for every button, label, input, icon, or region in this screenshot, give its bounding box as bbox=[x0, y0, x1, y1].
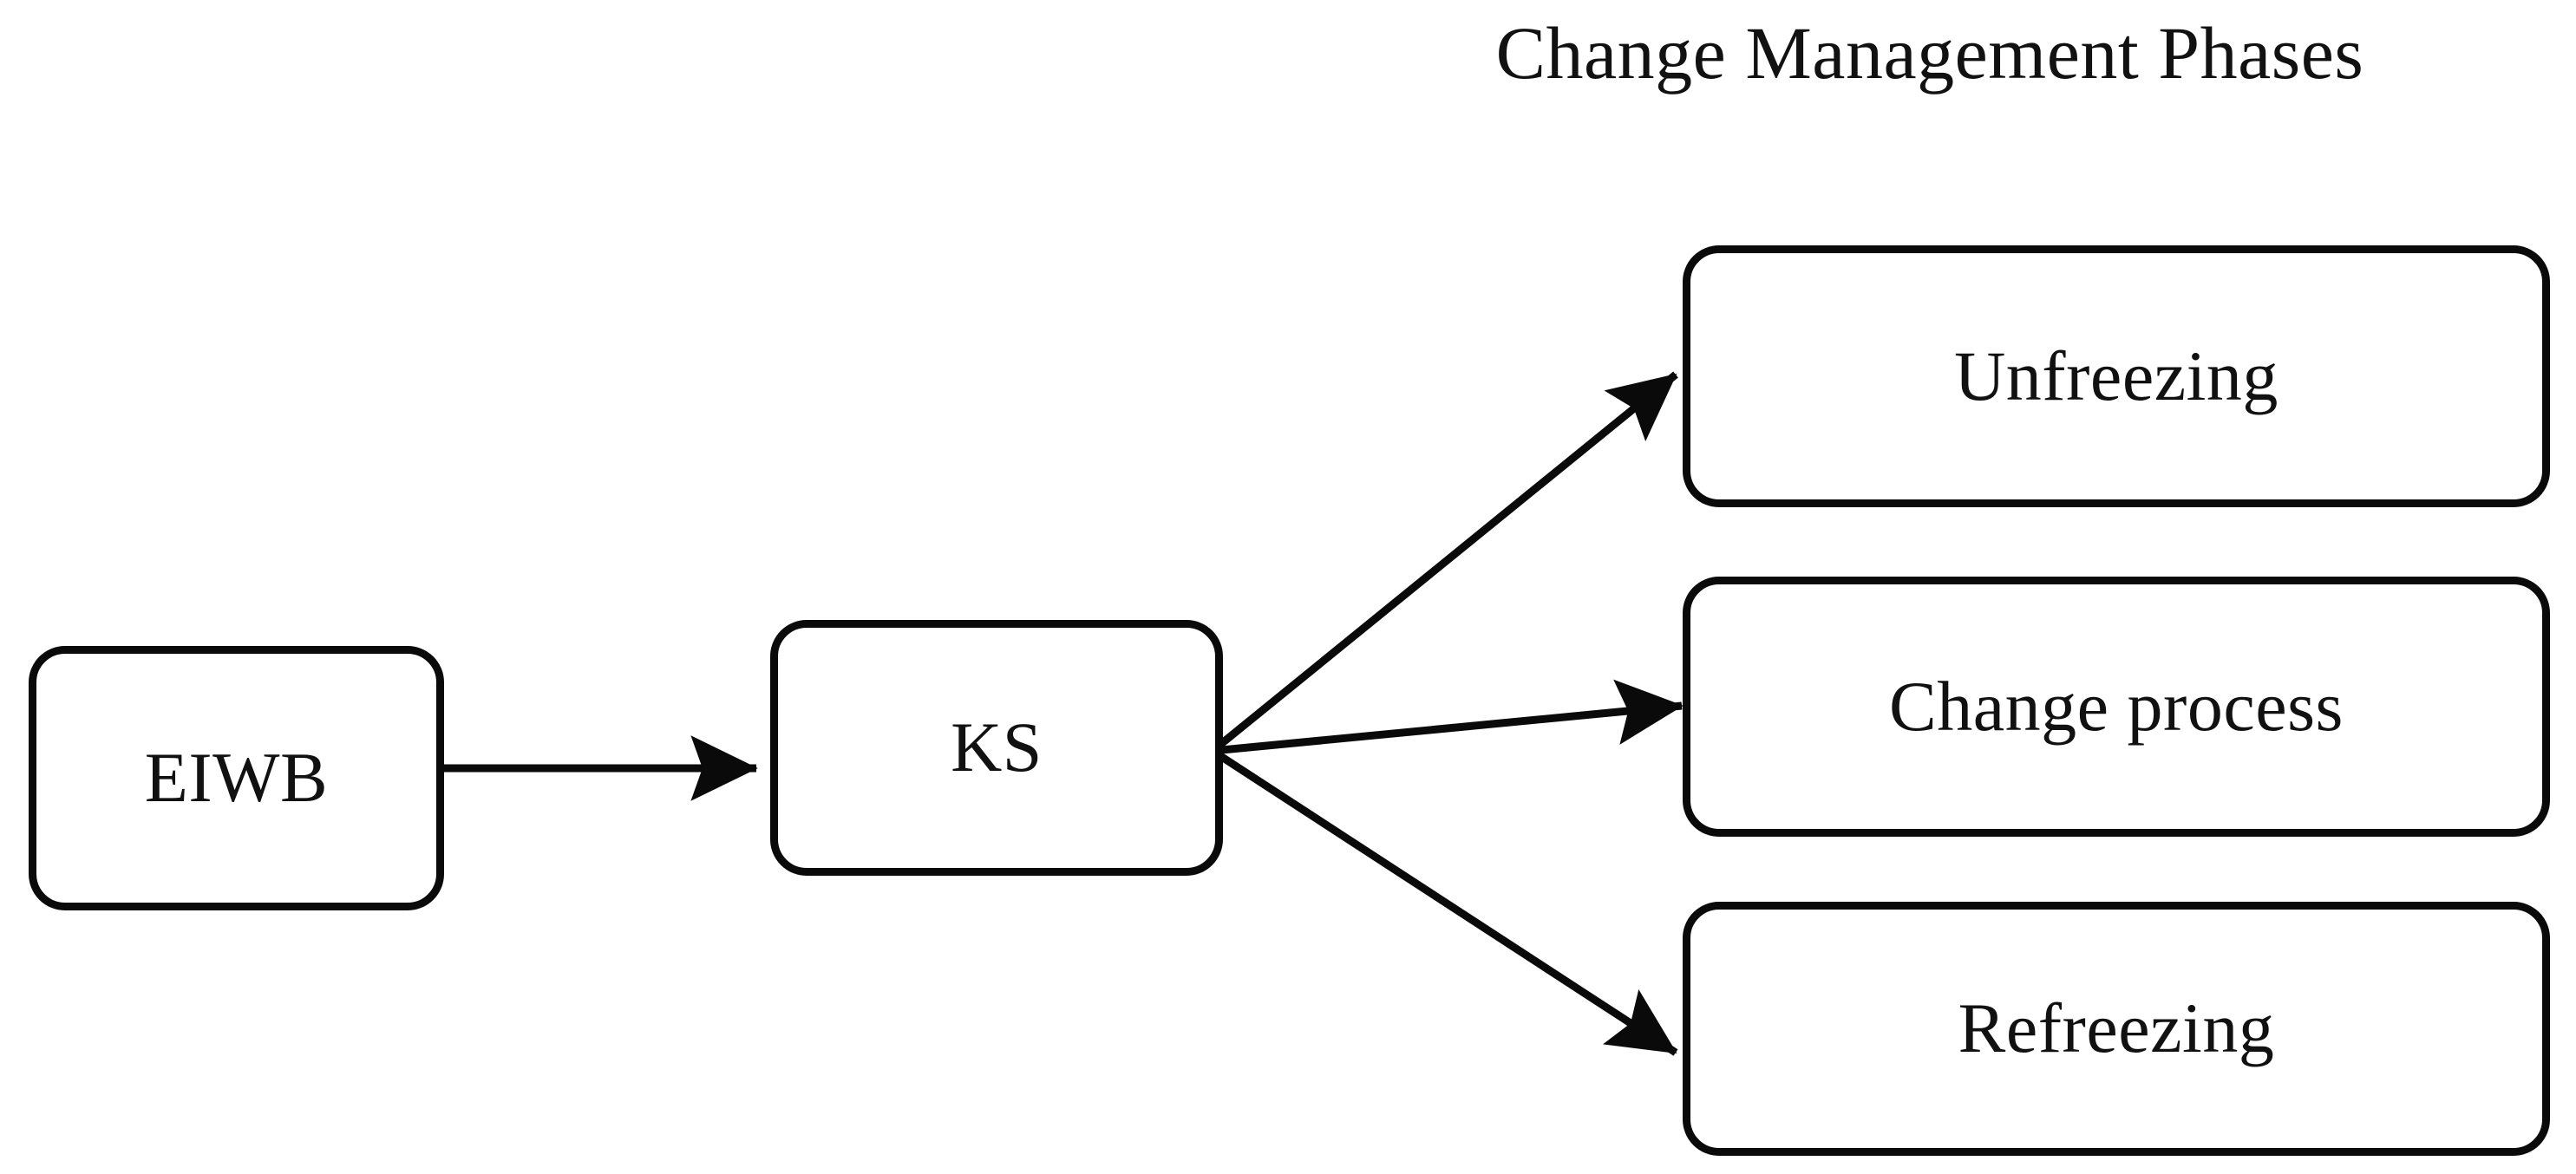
edge-ks-to-unfreezing bbox=[1210, 371, 1678, 754]
node-change-process-label: Change process bbox=[1889, 666, 2344, 746]
node-ks[interactable]: KS bbox=[770, 620, 1223, 876]
node-eiwb[interactable]: EIWB bbox=[29, 646, 444, 910]
node-eiwb-label: EIWB bbox=[144, 738, 329, 818]
node-refreezing[interactable]: Refreezing bbox=[1683, 902, 2550, 1156]
node-ks-label: KS bbox=[951, 708, 1043, 787]
edge-ks-to-change-process bbox=[1212, 679, 1684, 755]
node-change-process[interactable]: Change process bbox=[1683, 577, 2550, 837]
edge-ks-to-refreezing bbox=[1210, 747, 1678, 1056]
page-title: Change Management Phases bbox=[1495, 11, 2364, 95]
node-refreezing-label: Refreezing bbox=[1958, 988, 2275, 1068]
node-unfreezing[interactable]: Unfreezing bbox=[1683, 245, 2550, 507]
node-unfreezing-label: Unfreezing bbox=[1954, 336, 2279, 415]
